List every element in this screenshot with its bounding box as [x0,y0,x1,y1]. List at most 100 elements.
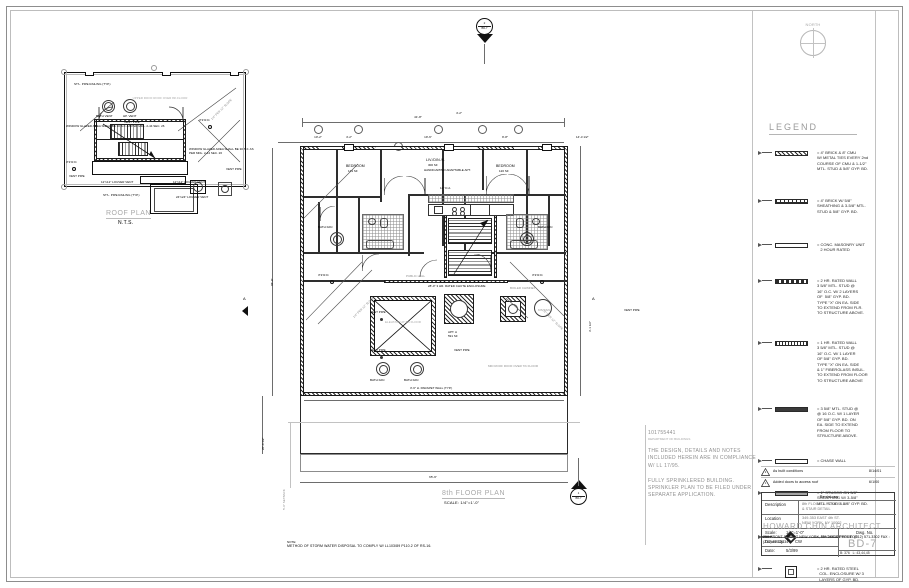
bath-vent-label: BATH VENT [96,114,113,118]
roof-drain-label-2: 3"# R.D. [66,160,78,164]
legend-text-0: = 4" BRICK & 8" CMU W/ METAL TIES EVERY … [817,150,869,172]
vent-pipe-label-3: VENT PIPE [226,167,242,171]
window-opening [376,146,400,150]
legend-item-5: = 3 5/8" MTL. STUD @ @ 16 O.C. W/ 1 LAYE… [757,406,899,438]
vent-pipe-label-2: VENT PIPE [69,174,85,178]
legend-text-9: = 2 HR. RATED STEEL COL. ENCLOSURE W/ 3 … [817,566,864,582]
roof-elevator-inner [154,188,194,212]
column-enclosure-icon [785,566,797,578]
vent-pipe-label-1: VENT PIPE [124,120,140,124]
section-tag-num: 2 [483,20,486,25]
section-line-top [484,44,485,64]
bath-fan-label-1: BATH FAN [318,225,333,229]
vent-pipe-2: VENT PIPE [370,348,386,352]
chute-circle [450,300,468,318]
room-bedroom-1-area: 149 SF [348,169,358,173]
bottom-note-block: NOTE: METHOD OF STORM WATER DISPOSAL TO … [287,540,431,549]
window-jamb [542,144,552,151]
legend-leader-icon [758,534,772,539]
dim-bottom-overall: 65'-9" [398,475,468,479]
bath-fan-label-4: BATH FAN [404,378,419,382]
bath-vent-inner [104,102,113,111]
legend-item-8: = SMOKE DETECTOR [757,531,899,550]
bath-fan-icon-3 [376,362,390,376]
rear-yard-outline [300,454,568,472]
roof-stair-treads-2 [118,142,148,156]
legend-leader-icon [758,340,772,345]
roof-drain-main-2 [540,280,544,284]
dim-line-right [580,146,581,396]
roof-slope-line-3 [198,120,241,163]
revision-mark-1: 1 [764,482,767,485]
legend-panel: LEGEND = 4" BRICK & 8" CMU W/ METAL TIES… [757,14,899,582]
bath-vent-icon [102,100,115,113]
legend-leader-icon [758,278,772,283]
north-arrow: NORTH [800,22,826,58]
sink-left [368,218,376,225]
dim-14-3: 14'-3 1/2" [576,135,589,139]
scale-value: 1/4"=1'-0" [786,530,805,535]
legend-leader-icon [758,198,772,203]
partition-v-2 [380,150,383,202]
bath-fan-icon [330,232,344,246]
dwg-no-label: Dwg. No. [856,530,874,535]
dob-compliance: THE DESIGN, DETAILS AND NOTES INCLUDED H… [648,448,756,469]
firm-name: HOWARD CHIN ARCHITECT [763,522,882,531]
stair-wall-right [494,214,497,278]
roof-plan: 1/4" PER 12" SLOPE 3"# R.D. 3"# R.D. UPP… [58,62,258,237]
dim-10-2: 10'-2" [300,135,336,139]
location-value: 349-353 EAST 4th ST. NEW YORK, NY 10002 [802,516,842,525]
roof-notch [162,72,171,76]
description-label: Description [765,502,786,507]
drawn-by-label: Drawn By: [765,539,785,544]
louver-vent-label-1: 12"x12" LOUVER VENT [101,180,134,184]
reg-mark [151,65,157,71]
legend-item-2: = CONC. MASONRY UNIT 2 HOUR RATED [757,242,899,258]
legend-swatch-1hr-wall [775,341,808,346]
roof-chimney-circle [193,182,203,192]
chute-label: 3 HR. RATED CHUTE ENCLOSURE [436,284,486,288]
upper-cabinets [428,194,514,203]
reg-mark [61,184,67,190]
bath-fan-label-2: BATH FAN [538,225,553,229]
bath-fan-inner [332,234,342,244]
apt-a-area: 591 SF [448,334,458,338]
sink-right [532,218,540,225]
roof-elevator-block [150,184,198,214]
legend-swatch-stucco [775,491,808,496]
section-letter-right: A [592,296,595,301]
door-swing [486,174,508,196]
legend-divider-right [875,11,876,577]
legend-text-1: = 4" BRICK W/ 5/8" SHEATHING & 3-5/8" MT… [817,198,866,214]
door-swing-double [419,259,438,278]
revision-triangle-icon [761,468,770,476]
section-letter-left: A [243,296,246,301]
roof-vent-circle [221,185,229,193]
dob-number: 101755441 [648,430,676,436]
roof-drain-icon-2 [72,167,76,171]
bath-fan-inner-4 [412,364,422,374]
cooktop-burner [460,211,465,216]
revision-date-1: 6/1/00 [869,480,880,484]
bathtub-left [366,240,394,249]
floor-plan-title: 8th FLOOR PLAN [442,490,506,499]
kit-fan-label: KIT. FAN [538,308,550,312]
bulkhead-wall-right [183,119,186,161]
section-tag-num-2: 1 [577,490,580,495]
dob-agency: DEPARTMENT OF BUILDINGS [648,437,691,441]
drawn-by-value: CW [795,539,802,544]
legend-leader-icon [758,566,772,571]
dim-4-1: 4'-2" [456,111,462,115]
floor-plan-scale: SCALE: 1/4"=1'-0" [444,500,480,505]
roof-drain-main-label-1: 3"# R.D. [318,273,330,277]
slope-lines-left [306,261,373,325]
dim-19-6: 19'-6" [408,135,448,139]
bath-fan-icon-4 [410,362,424,376]
legend-text-5: = 3 5/8" MTL. STUD @ @ 16 O.C. W/ 1 LAYE… [817,406,860,438]
toilet-right [516,218,524,228]
legend-text-2: = CONC. MASONRY UNIT 2 HOUR RATED [817,242,865,253]
vent-pipe-3: VENT PIPE [454,348,470,352]
room-living-area: 300 SF [428,163,438,167]
vent-pipe-4: VENT PIPE [624,308,640,312]
